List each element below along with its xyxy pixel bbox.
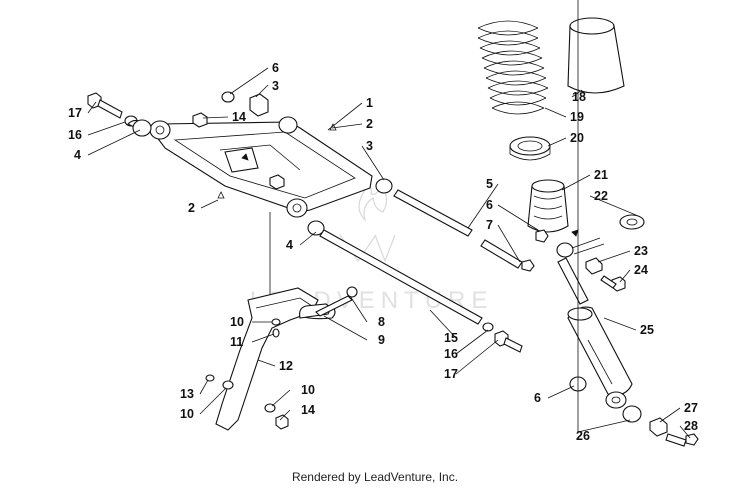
- callout-4: 4: [74, 148, 81, 162]
- callout-24: 24: [634, 263, 648, 277]
- callout-3: 3: [366, 139, 373, 153]
- callout-1: 1: [366, 96, 373, 110]
- callout-6: 6: [534, 391, 541, 405]
- callout-10: 10: [301, 383, 315, 397]
- callout-5: 5: [486, 177, 493, 191]
- callout-17: 17: [444, 367, 458, 381]
- rear-shaft-lower: [307, 220, 523, 353]
- control-arm-bracket: [205, 286, 358, 431]
- callout-18: 18: [572, 90, 586, 104]
- rear-shaft-upper: [375, 178, 535, 272]
- shock-spring-group: [477, 17, 625, 161]
- shock-lower-hardware: [569, 376, 699, 447]
- callout-14: 14: [232, 110, 246, 124]
- callout-labels: 1 2 2 3 3 4 4 5 6 6 6 7 8 9 10 10 10 11 …: [68, 61, 698, 443]
- callout-13: 13: [180, 387, 194, 401]
- callout-9: 9: [378, 333, 385, 347]
- footer-credit: Rendered by LeadVenture, Inc.: [291, 470, 459, 484]
- callout-20: 20: [570, 131, 584, 145]
- callout-2: 2: [188, 201, 195, 215]
- swing-arm-assembly: [149, 112, 373, 218]
- left-bolt-group: [87, 92, 152, 137]
- callout-26: 26: [576, 429, 590, 443]
- shock-upper-group: [527, 179, 645, 292]
- callout-25: 25: [640, 323, 654, 337]
- callout-17: 17: [68, 106, 82, 120]
- callout-10: 10: [180, 407, 194, 421]
- callout-23: 23: [634, 244, 648, 258]
- callout-4: 4: [286, 238, 293, 252]
- callout-19: 19: [570, 110, 584, 124]
- callout-27: 27: [684, 401, 698, 415]
- callout-12: 12: [279, 359, 293, 373]
- callout-10: 10: [230, 315, 244, 329]
- shock-body: [557, 257, 633, 409]
- callout-28: 28: [684, 419, 698, 433]
- callout-6: 6: [486, 198, 493, 212]
- callout-15: 15: [444, 331, 458, 345]
- callout-16: 16: [444, 347, 458, 361]
- leader-lines: [87, 0, 691, 439]
- callout-3: 3: [272, 79, 279, 93]
- callout-6: 6: [272, 61, 279, 75]
- callout-11: 11: [230, 335, 243, 349]
- callout-2: 2: [366, 117, 373, 131]
- callout-22: 22: [594, 189, 608, 203]
- callout-21: 21: [594, 168, 608, 182]
- callout-8: 8: [378, 315, 385, 329]
- callout-16: 16: [68, 128, 82, 142]
- callout-14: 14: [301, 403, 315, 417]
- bushings-top: [221, 91, 269, 117]
- callout-7: 7: [486, 218, 493, 232]
